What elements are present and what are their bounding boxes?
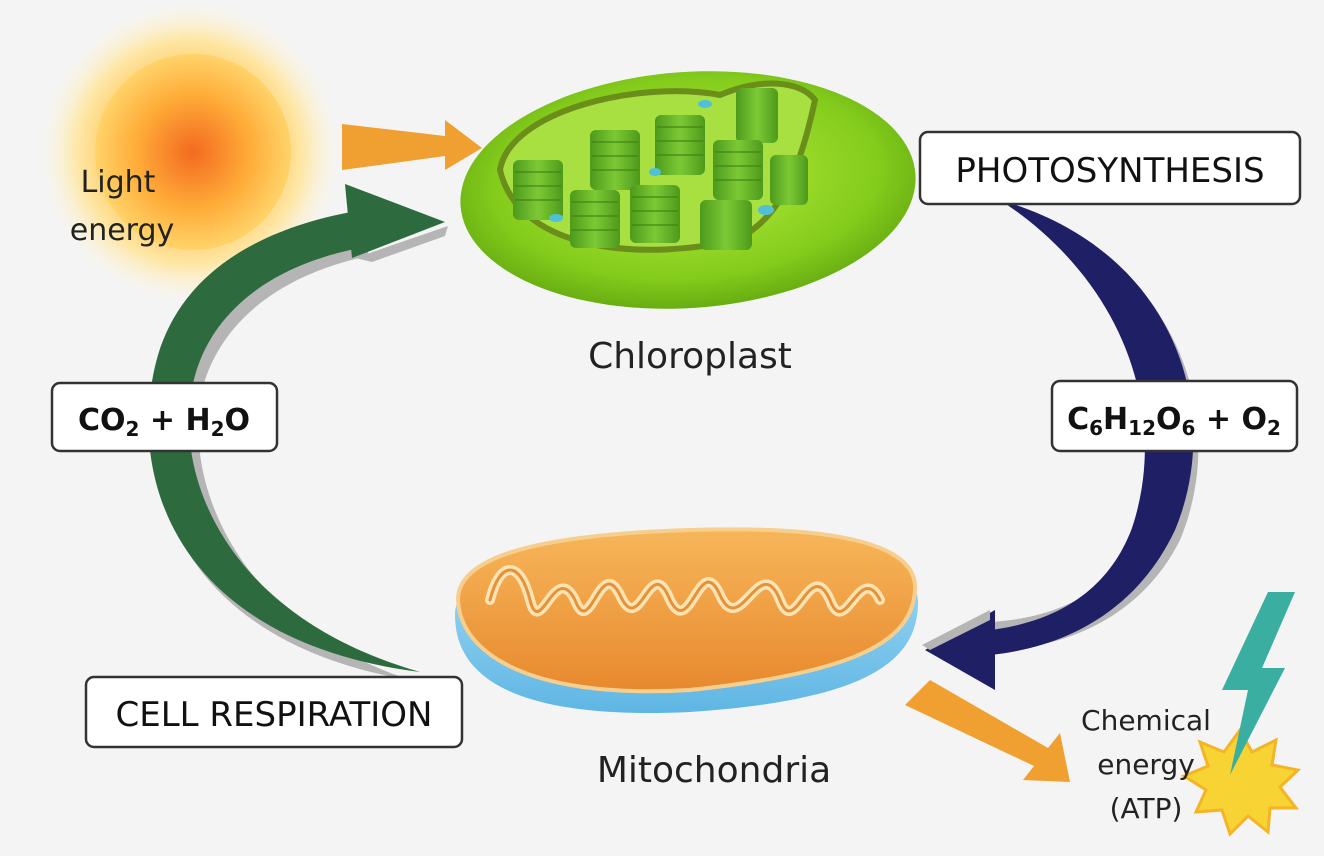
right-cycle-arrow — [922, 200, 1199, 690]
chemical-energy-label-line3: (ATP) — [1110, 792, 1183, 825]
cell-respiration-box: CELL RESPIRATION — [84, 675, 464, 749]
light-to-chloroplast-arrow — [342, 120, 482, 170]
sun-icon — [40, 2, 340, 302]
mitochondria-illustration — [455, 527, 919, 714]
light-energy-label-line2: energy — [70, 213, 175, 248]
atp-starburst-icon — [1180, 727, 1302, 837]
co2-h2o-formula: CO2 + H2O — [78, 403, 250, 441]
chloroplast-illustration — [460, 71, 916, 309]
chloroplast-label: Chloroplast — [588, 336, 792, 377]
left-cycle-arrow — [148, 184, 448, 680]
lightning-bolt-icon — [1222, 592, 1295, 775]
mitochondria-to-atp-arrow — [905, 680, 1070, 782]
chemical-energy-label-line1: Chemical — [1081, 704, 1211, 737]
light-energy-label-line1: Light — [81, 165, 156, 200]
mitochondria-label: Mitochondria — [597, 750, 831, 791]
products-box: C6H12O6 + O2 — [1050, 379, 1299, 453]
glucose-o2-formula: C6H12O6 + O2 — [1067, 402, 1281, 440]
photosynthesis-box: PHOTOSYNTHESIS — [918, 130, 1302, 206]
chemical-energy-label-line2: energy — [1097, 748, 1195, 781]
reactants-box: CO2 + H2O — [50, 381, 279, 453]
cell-respiration-label: CELL RESPIRATION — [116, 695, 433, 735]
photosynthesis-label: PHOTOSYNTHESIS — [955, 151, 1264, 191]
